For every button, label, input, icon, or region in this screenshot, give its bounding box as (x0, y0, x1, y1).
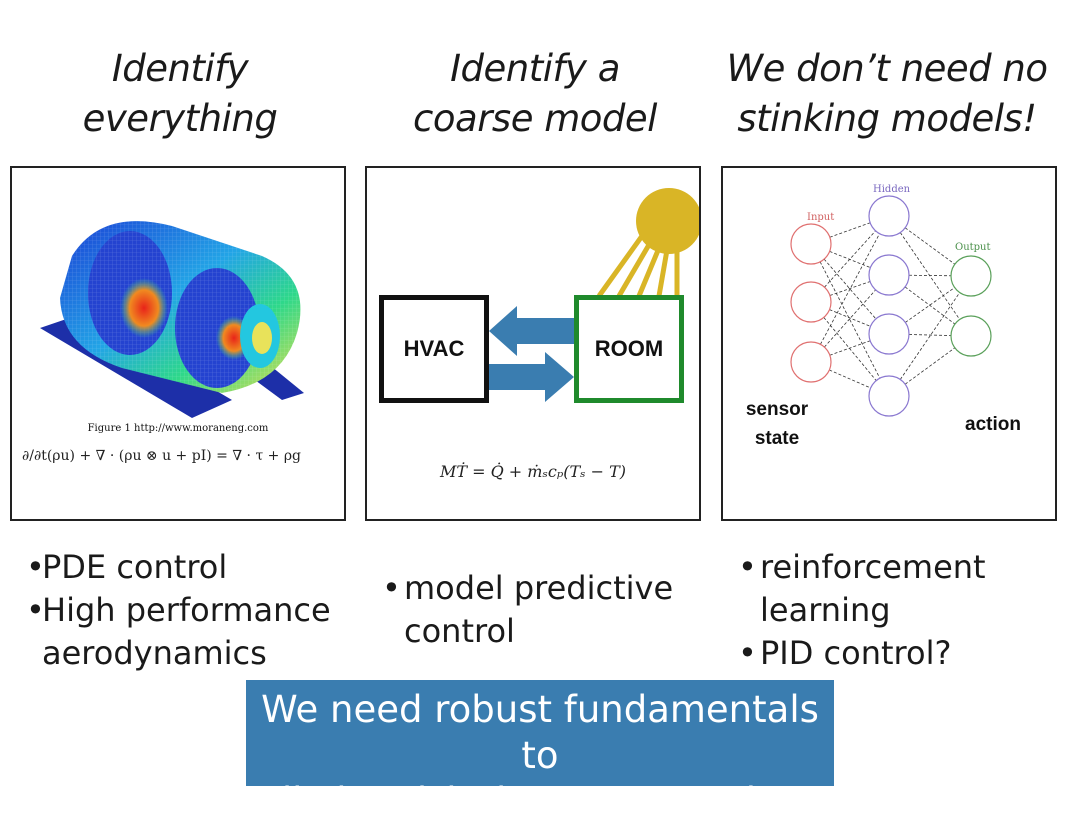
nn-connection (820, 233, 880, 345)
nn-connection (829, 309, 871, 327)
bullet-list-pde: •PDE control •High performance aerodynam… (26, 546, 346, 675)
nn-connection (824, 230, 876, 288)
list-item: •PDE control (26, 546, 346, 589)
sun-icon (636, 188, 699, 254)
output-node (950, 315, 992, 357)
title-line: stinking models! (737, 97, 1037, 140)
banner-line: distinguish these approaches (268, 780, 812, 823)
bullet-text: model predictive control (404, 569, 674, 650)
nn-connection (824, 289, 876, 348)
conclusion-banner: We need robust fundamentals to distingui… (246, 680, 834, 823)
hidden-node (868, 195, 910, 237)
coarse-model-panel: HVAC ROOM MṪ = Q̇ + ṁₛcₚ(Tₛ − T) (365, 166, 701, 521)
nn-connection (829, 281, 871, 296)
hidden-layer-label: Hidden (873, 184, 911, 195)
sensor-label-line: sensor (745, 399, 809, 420)
arrow-room-to-hvac (489, 306, 574, 356)
nn-connection (905, 287, 955, 323)
hidden-node (868, 254, 910, 296)
arrow-hvac-to-room (489, 352, 574, 402)
title-line: Identify (111, 47, 249, 90)
bullet-text: High performance aerodynamics (42, 591, 331, 672)
title-coarse-model: Identify a coarse model (370, 44, 700, 144)
nn-connection (829, 369, 871, 389)
banner-line: We need robust fundamentals to (261, 688, 819, 777)
output-node (950, 255, 992, 297)
cfd-figure-panel: Figure 1 http://www.moraneng.com ∂/∂t(ρu… (10, 166, 346, 521)
nn-connection (899, 292, 961, 380)
bullet-list-mpc: •model predictive control (382, 567, 702, 653)
title-identify-everything: Identify everything (15, 44, 345, 144)
title-line: We don’t need no (726, 47, 1048, 90)
output-layer-label: Output (955, 242, 991, 253)
hvac-box: HVAC (379, 295, 489, 403)
list-item: •model predictive control (382, 567, 702, 653)
title-line: Identify a (450, 47, 620, 90)
figure-caption: Figure 1 http://www.moraneng.com (87, 423, 269, 434)
sun-rays (596, 234, 680, 298)
nn-connection (904, 227, 956, 265)
hidden-node (868, 313, 910, 355)
navier-stokes-equation: ∂/∂t(ρu) + ∇ · (ρu ⊗ u + pI) = ∇ · τ + ρ… (22, 448, 302, 464)
nn-connection (904, 286, 956, 325)
room-box: ROOM (574, 295, 684, 403)
hvac-room-diagram (489, 188, 699, 402)
sensor-state-label: sensor state (735, 395, 819, 453)
list-item: •reinforcement learning (738, 546, 1058, 632)
title-no-models: We don’t need no stinking models! (722, 44, 1052, 144)
input-node (790, 223, 832, 265)
neural-network-diagram: Input Hidden Output (790, 184, 992, 417)
thermal-model-equation: MṪ = Q̇ + ṁₛcₚ(Tₛ − T) (439, 462, 627, 481)
nn-connection (823, 317, 877, 381)
nn-connection (823, 258, 877, 320)
nn-connection (899, 232, 961, 320)
nn-connection (829, 222, 871, 238)
nn-connection (908, 274, 952, 277)
action-label: action (965, 414, 1021, 435)
hidden-node (868, 375, 910, 417)
input-node (790, 341, 832, 383)
bullet-text: PDE control (42, 548, 228, 586)
neural-network-panel: Input Hidden Output sensor state action (721, 166, 1057, 521)
nn-connection (908, 334, 952, 336)
cfd-rendering (22, 221, 338, 481)
bullet-text: PID control? (760, 634, 952, 672)
input-layer-label: Input (807, 212, 834, 223)
input-node (790, 281, 832, 323)
list-item: •High performance aerodynamics (26, 589, 346, 675)
nn-connection (904, 347, 956, 385)
bullet-list-rl: •reinforcement learning •PID control? (738, 546, 1058, 675)
title-line: coarse model (413, 97, 657, 140)
title-line: everything (82, 97, 278, 140)
nn-connection (819, 261, 881, 379)
bullet-text: reinforcement learning (760, 548, 986, 629)
sensor-label-line: state (754, 428, 800, 449)
list-item: •PID control? (738, 632, 1058, 675)
nn-connection (829, 340, 871, 356)
